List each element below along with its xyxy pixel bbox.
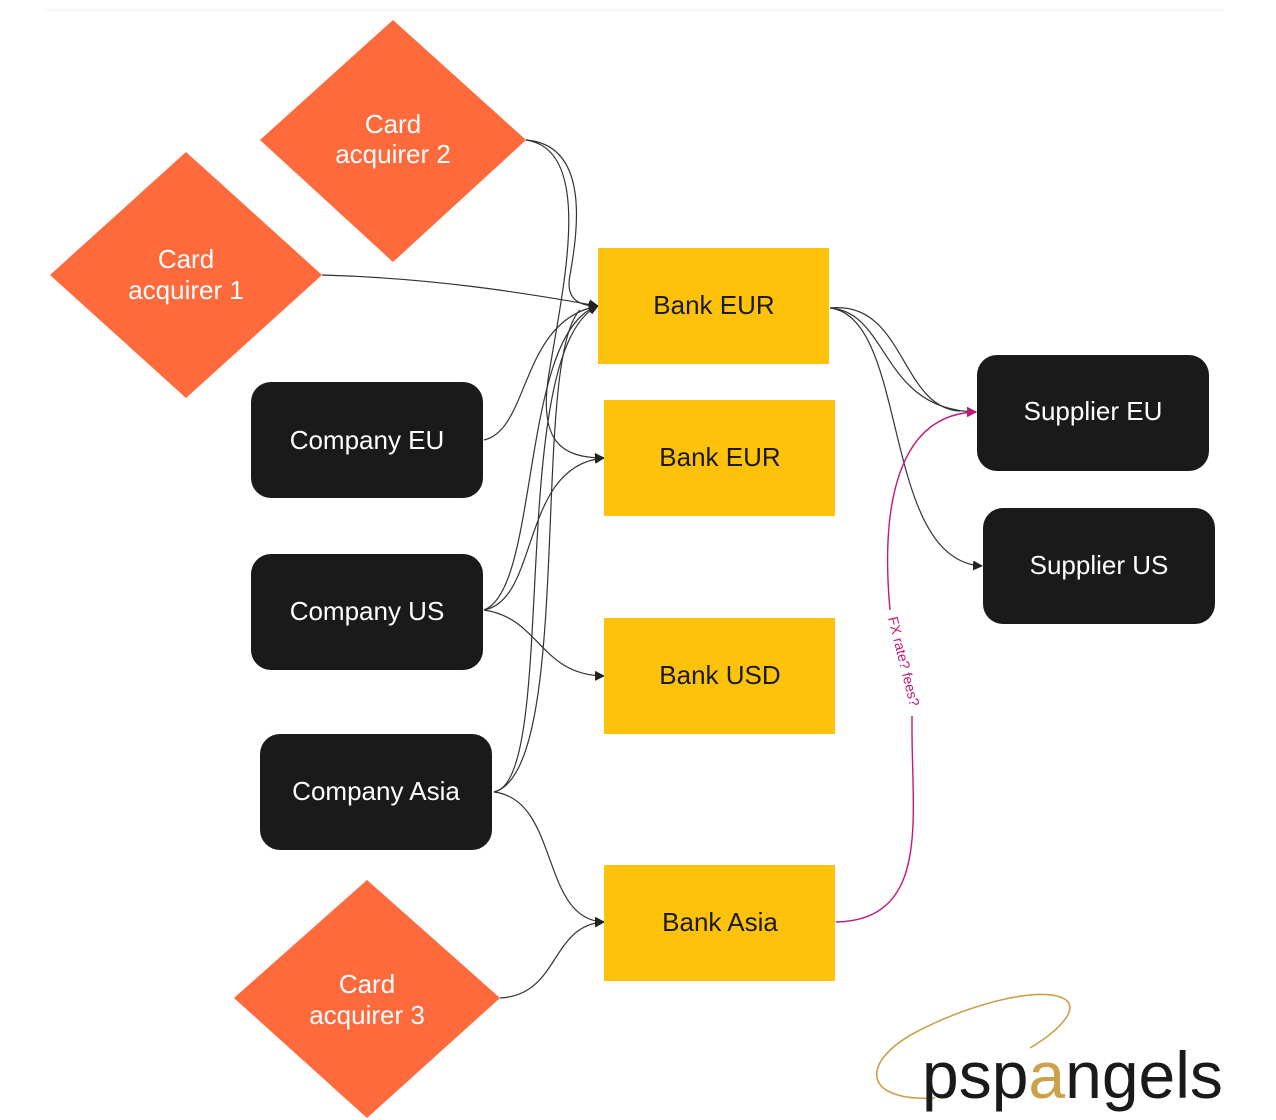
company-asia-label: Company Asia: [292, 776, 460, 806]
logo-swoosh: [876, 993, 1071, 1099]
company-eu-label: Company EU: [290, 425, 445, 455]
logo-accent-letter: a: [1028, 1038, 1065, 1112]
bank-eur-2-label: Bank EUR: [659, 442, 780, 472]
edge-bank-eur-1-to-supplier-eu-b: [829, 307, 961, 412]
edge-company-us-to-bank-eur-1: [483, 303, 599, 611]
pspangels-logo: pspangels: [876, 993, 1223, 1112]
supplier-us-box: [983, 508, 1215, 624]
edge-bank-asia-to-supplier-eu: [835, 412, 976, 923]
edge-card-acquirer-3-to-bank-asia: [499, 917, 605, 999]
node-bank-eur-1[interactable]: Bank EUR: [598, 248, 829, 364]
company-us-box: [251, 554, 483, 670]
edge-card-acquirer-2-to-bank-eur-1: [525, 139, 599, 311]
edge-company-asia-to-bank-eur-1-b: [493, 309, 581, 793]
edge-company-eu-to-bank-eur-1: [483, 302, 599, 441]
bank-usd-label: Bank USD: [659, 660, 780, 690]
edge-bank-eur-1-to-supplier-us: [829, 307, 983, 571]
node-supplier-us[interactable]: Supplier US: [983, 508, 1215, 624]
card-acquirer-2-label-line2: acquirer 2: [335, 139, 451, 169]
company-asia-box: [260, 734, 492, 850]
node-card-acquirer-3[interactable]: Card acquirer 3: [234, 880, 500, 1118]
bank-usd-box: [604, 618, 835, 734]
bank-eur-1-label: Bank EUR: [653, 290, 774, 320]
node-bank-usd[interactable]: Bank USD: [604, 618, 835, 734]
company-us-label: Company US: [290, 596, 445, 626]
node-company-eu[interactable]: Company EU: [251, 382, 483, 498]
card-acquirer-3-label-line1: Card: [339, 969, 395, 999]
edge-company-us-to-bank-eur-2: [483, 453, 605, 611]
fx-edge-label: FX rate? fees?: [885, 615, 923, 708]
card-acquirer-1-diamond: [50, 152, 322, 398]
edge-company-asia-to-bank-asia: [493, 791, 605, 927]
edge-company-us-to-bank-usd: [483, 609, 605, 681]
bank-asia-label: Bank Asia: [662, 907, 778, 937]
card-acquirer-3-diamond: [234, 880, 500, 1118]
bank-eur-1-box: [598, 248, 829, 364]
card-acquirer-2-label-line1: Card: [365, 109, 421, 139]
logo-prefix: psp: [922, 1038, 1028, 1112]
node-supplier-eu[interactable]: Supplier EU: [977, 355, 1209, 471]
supplier-eu-box: [977, 355, 1209, 471]
bank-asia-box: [604, 865, 835, 981]
logo-wordmark: pspangels: [922, 1038, 1223, 1112]
card-acquirer-1-label-line1: Card: [158, 244, 214, 274]
edge-card-acquirer-1-to-bank-eur-1: [321, 274, 599, 310]
bank-eur-2-box: [604, 400, 835, 516]
edge-card-acquirer-2-to-bank-eur-2: [525, 139, 605, 463]
edge-company-asia-to-bank-eur-1: [493, 305, 599, 793]
node-bank-asia[interactable]: Bank Asia: [604, 865, 835, 981]
card-acquirer-2-diamond: [260, 20, 526, 262]
card-acquirer-3-label-line2: acquirer 3: [309, 1000, 425, 1030]
card-acquirer-1-label-line2: acquirer 1: [128, 275, 244, 305]
company-eu-box: [251, 382, 483, 498]
supplier-eu-label: Supplier EU: [1024, 396, 1163, 426]
node-company-asia[interactable]: Company Asia: [260, 734, 492, 850]
node-card-acquirer-2[interactable]: Card acquirer 2: [260, 20, 526, 262]
logo-suffix: ngels: [1065, 1038, 1223, 1112]
node-company-us[interactable]: Company US: [251, 554, 483, 670]
node-bank-eur-2[interactable]: Bank EUR: [604, 400, 835, 516]
node-card-acquirer-1[interactable]: Card acquirer 1: [50, 152, 322, 398]
supplier-us-label: Supplier US: [1030, 550, 1169, 580]
